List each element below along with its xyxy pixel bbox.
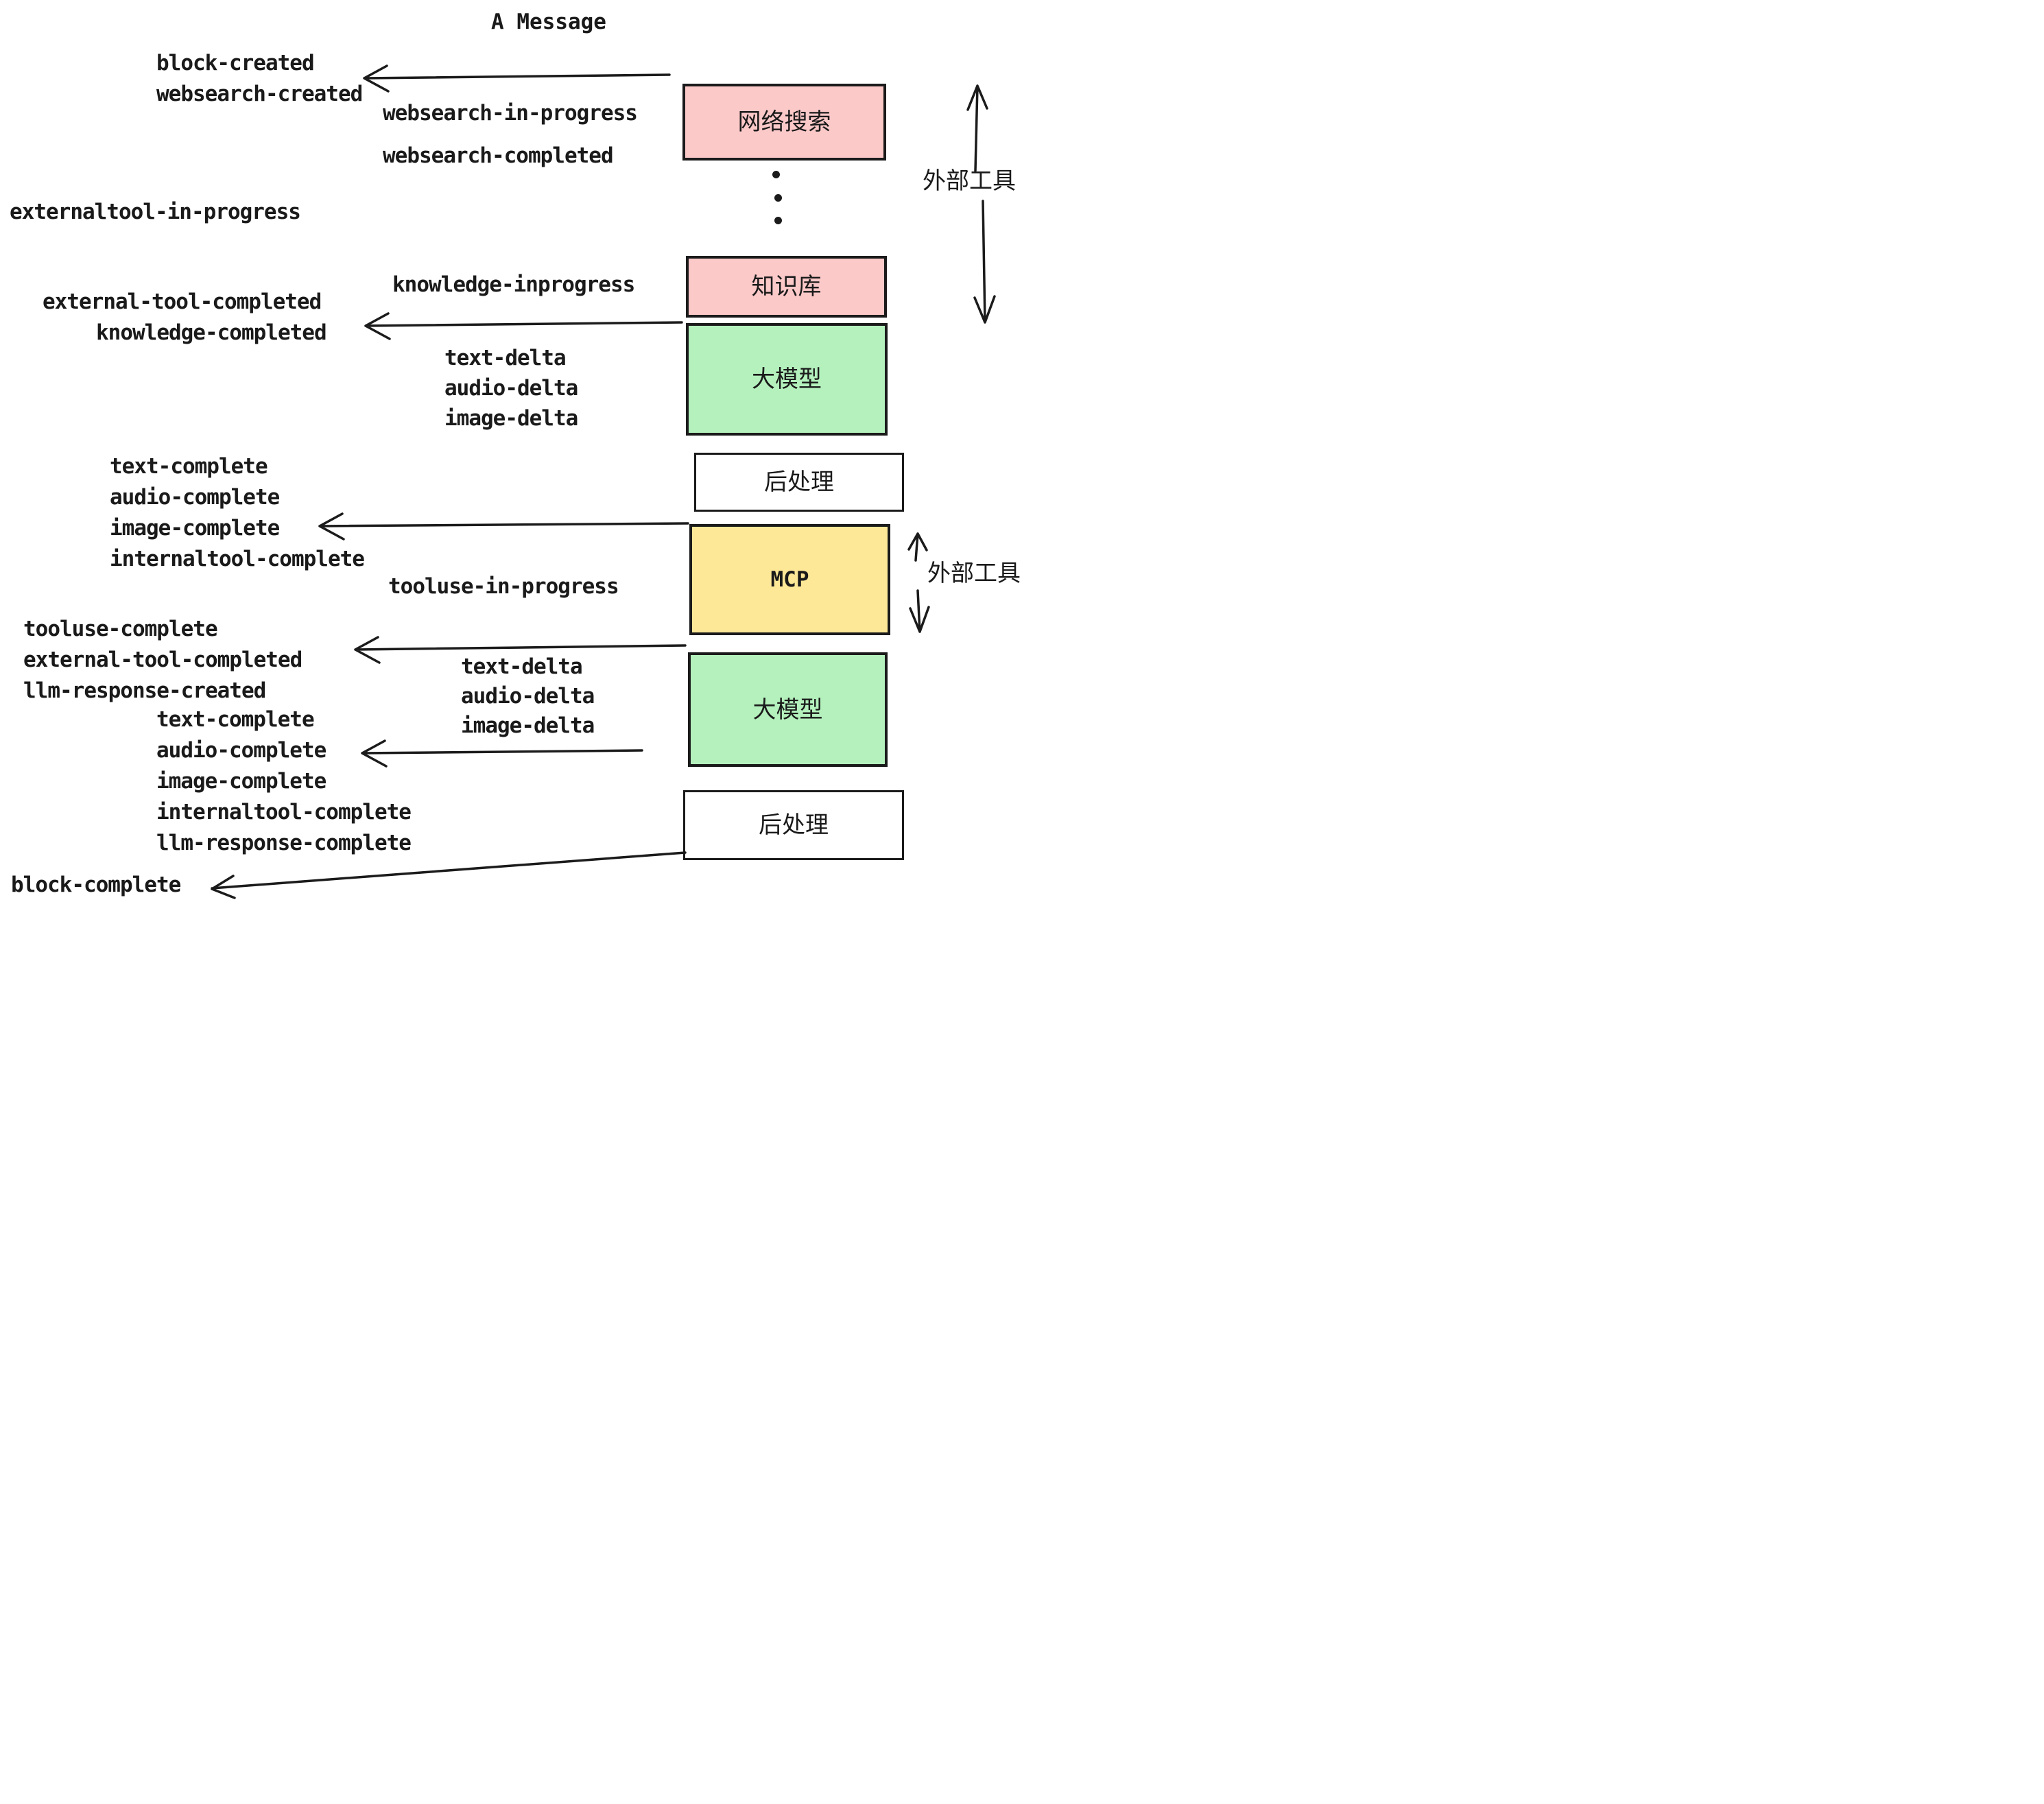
event-text-delta-2: text-delta: [461, 654, 583, 679]
external-tools-top-up-arrow: [966, 84, 988, 172]
event-image-delta-2: image-delta: [461, 713, 595, 738]
box-mcp-label: MCP: [770, 567, 809, 592]
arrow-block-created: [363, 64, 671, 93]
box-postprocess-2-label: 后处理: [759, 812, 829, 838]
event-text-delta-1: text-delta: [444, 346, 567, 370]
event-tooluse-in-progress: tooluse-in-progress: [388, 574, 619, 599]
event-image-complete-1: image-complete: [110, 516, 280, 541]
box-websearch: 网络搜索: [682, 84, 886, 161]
box-websearch-label: 网络搜索: [737, 109, 831, 135]
box-llm-2-label: 大模型: [752, 696, 823, 723]
event-internaltool-complete-1: internaltool-complete: [110, 547, 365, 571]
event-externaltool-in-progress: externaltool-in-progress: [10, 200, 301, 224]
event-websearch-created: websearch-created: [156, 82, 363, 106]
event-audio-complete-2: audio-complete: [156, 738, 326, 763]
box-postprocess-2: 后处理: [683, 790, 904, 860]
page-title: A Message: [491, 10, 606, 34]
box-postprocess-1-label: 后处理: [764, 469, 834, 495]
event-llm-response-created: llm-response-created: [23, 678, 266, 703]
event-audio-delta-1: audio-delta: [444, 376, 578, 401]
external-tools-label-top: 外部工具: [923, 168, 1016, 194]
event-audio-delta-2: audio-delta: [461, 684, 595, 709]
external-tools-label-bottom: 外部工具: [927, 560, 1021, 586]
event-image-complete-2: image-complete: [156, 769, 326, 794]
event-external-tool-completed-2: external-tool-completed: [23, 648, 302, 672]
event-text-complete-2: text-complete: [156, 707, 315, 732]
event-block-created: block-created: [156, 51, 315, 75]
ellipsis-dot: [774, 217, 782, 224]
arrow-knowledge-completed: [364, 312, 683, 340]
arrow-block-complete: [211, 851, 687, 899]
box-mcp: MCP: [689, 524, 890, 635]
event-knowledge-inprogress: knowledge-inprogress: [392, 272, 635, 297]
external-tools-top-down-arrow: [973, 200, 996, 324]
event-image-delta-1: image-delta: [444, 406, 578, 431]
event-audio-complete-1: audio-complete: [110, 485, 280, 510]
event-block-complete: block-complete: [11, 873, 181, 897]
arrow-audio-complete-2: [361, 739, 643, 768]
event-websearch-in-progress: websearch-in-progress: [383, 101, 638, 126]
ellipsis-dot: [772, 171, 780, 178]
box-llm-1: 大模型: [686, 323, 888, 436]
event-websearch-completed: websearch-completed: [383, 143, 614, 168]
event-knowledge-completed: knowledge-completed: [96, 320, 327, 345]
event-llm-response-complete: llm-response-complete: [156, 831, 412, 855]
external-tools-bottom-up-arrow: [907, 532, 928, 562]
external-tools-bottom-down-arrow: [909, 589, 930, 633]
box-knowledge: 知识库: [686, 256, 887, 318]
box-postprocess-1: 后处理: [694, 453, 904, 512]
box-llm-1-label: 大模型: [752, 366, 822, 392]
box-llm-2: 大模型: [688, 652, 888, 767]
event-tooluse-complete: tooluse-complete: [23, 617, 218, 641]
arrow-internal-complete-1: [318, 512, 689, 541]
box-knowledge-label: 知识库: [751, 274, 822, 300]
event-text-complete-1: text-complete: [110, 454, 268, 479]
message-flow-diagram: A Message block-created websearch-create…: [0, 0, 1022, 902]
event-internaltool-complete-2: internaltool-complete: [156, 800, 412, 824]
ellipsis-dot: [774, 194, 782, 202]
event-external-tool-completed: external-tool-completed: [43, 289, 322, 314]
